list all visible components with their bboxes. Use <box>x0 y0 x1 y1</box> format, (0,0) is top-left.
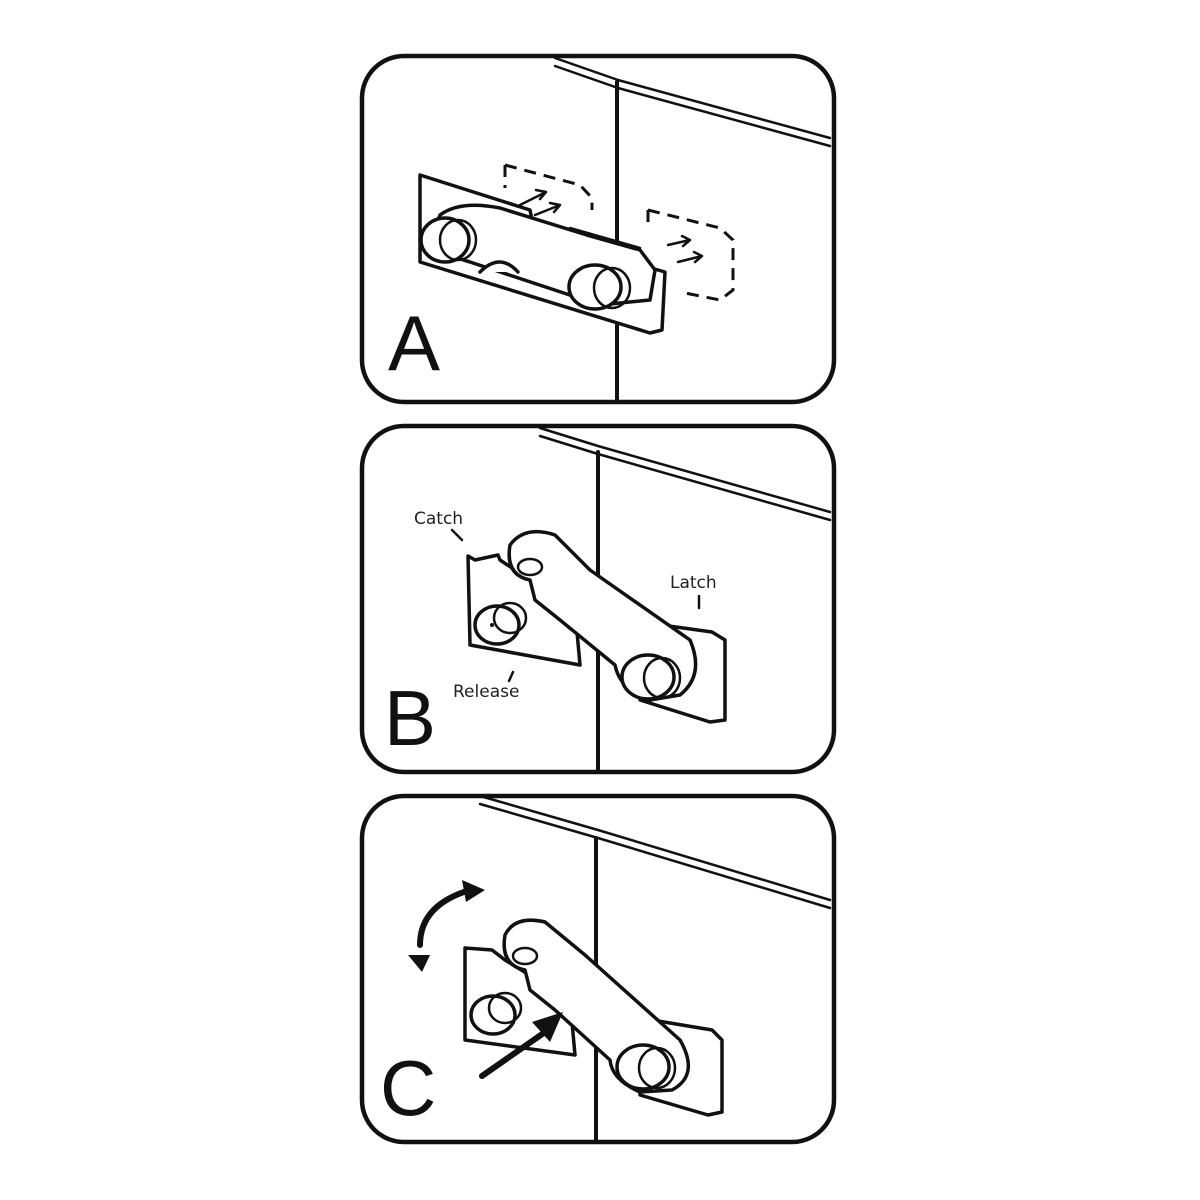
panel-label-b: B <box>384 674 436 762</box>
push-arrow-icon <box>479 1027 551 1079</box>
press-arrow-icon <box>518 188 548 207</box>
panel-label-a: A <box>388 299 440 387</box>
callout-catch: Catch <box>414 509 463 529</box>
release-button <box>419 216 471 264</box>
panel-c: C <box>359 793 837 1145</box>
panel-c-frame <box>359 793 837 1145</box>
callout-latch: Latch <box>670 573 717 593</box>
adhesive-pad-outline-right <box>647 208 735 302</box>
panel-a-frame <box>359 53 837 405</box>
pivot-button <box>620 653 676 701</box>
door-top-edge <box>478 794 832 902</box>
callout-release: Release <box>453 682 519 702</box>
release-button <box>469 994 517 1036</box>
callout-leader <box>450 528 464 542</box>
door-top-edge <box>538 426 832 514</box>
rotate-arrow-icon <box>417 887 473 948</box>
pivot-button <box>615 1043 671 1091</box>
panel-b: Catch Latch Release B <box>359 423 837 775</box>
adhesive-pad-outline-left <box>504 163 594 210</box>
callout-leader <box>507 670 515 683</box>
door-top-edge <box>553 56 832 140</box>
panel-a: A <box>359 53 837 405</box>
panel-label-c: C <box>380 1044 436 1132</box>
